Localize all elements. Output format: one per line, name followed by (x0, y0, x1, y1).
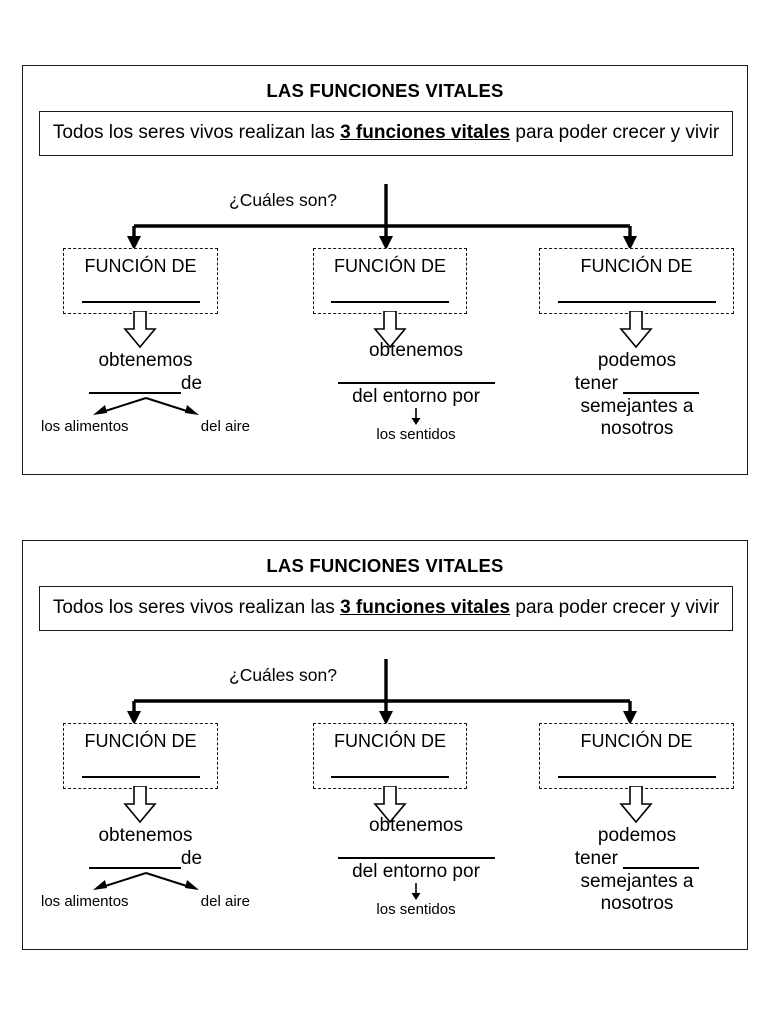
column-2-line-2-p2 (301, 837, 531, 861)
function-box-1-label-p2: FUNCIÓN DE (84, 731, 197, 751)
branch-connector (127, 184, 637, 250)
block-arrow-down-icon-1-p2 (123, 786, 157, 824)
arrow-down-icon (411, 408, 421, 426)
function-box-2-label-p2: FUNCIÓN DE (334, 731, 446, 751)
function-box-3-blank[interactable] (557, 301, 716, 303)
function-box-3-label-p2: FUNCIÓN DE (580, 731, 693, 751)
intro-text-after-2: para poder crecer y vivir (510, 597, 720, 618)
block-arrow-down-icon-3-p2 (619, 786, 653, 824)
column-3-line-1: podemos (597, 350, 677, 371)
page-title: LAS FUNCIONES VITALES (266, 80, 504, 101)
column-2-text-p2: obtenemos del entorno por los sentidos (301, 815, 531, 919)
function-box-2-blank[interactable] (331, 301, 449, 303)
column-1-blank[interactable] (88, 372, 181, 394)
arrow-down-icon-p2 (411, 883, 421, 901)
column-1-branch-right-p2: del aire (200, 893, 250, 911)
column-2-sub-p2: los sentidos (376, 901, 456, 919)
intro-text-emphasis-2: 3 funciones vitales (340, 597, 511, 618)
function-box-2-p2: FUNCIÓN DE (313, 723, 467, 789)
function-box-3-blank-p2[interactable] (557, 776, 716, 778)
column-3-line-2-p2: tener (531, 847, 743, 871)
column-3-blank[interactable] (623, 372, 700, 394)
column-3-line-3: semejantes a (580, 396, 694, 418)
block-arrow-down-icon-2 (373, 311, 407, 349)
intro-text-before: Todos los seres vivos realizan las (52, 122, 341, 143)
function-box-1-blank-p2[interactable] (81, 776, 200, 778)
question-label: ¿Cuáles son? (229, 190, 337, 210)
column-1-branch-pair-p2: los alimentos del aire (33, 893, 258, 911)
column-2-line-1: obtenemos (368, 340, 463, 361)
intro-text-after: para poder crecer y vivir (510, 122, 720, 143)
function-box-2-blank-p2[interactable] (331, 776, 449, 778)
column-3-text: podemos tener semejantes a nosotros (531, 350, 743, 441)
column-3-line-4-p2: nosotros (600, 893, 674, 915)
column-1-branch-right: del aire (200, 418, 250, 436)
column-3-text-p2: podemos tener semejantes a nosotros (531, 825, 743, 916)
column-1-line-2: de (33, 372, 258, 396)
double-headed-arrow-icon (92, 397, 199, 416)
column-3-line-1-p2: podemos (597, 825, 677, 846)
column-1-blank-p2[interactable] (88, 847, 181, 869)
column-2-line-3-p2: del entorno por (352, 861, 480, 883)
block-arrow-down-icon-2-p2 (373, 786, 407, 824)
column-2-line-3: del entorno por (352, 386, 480, 408)
function-box-1-blank[interactable] (81, 301, 200, 303)
column-3-line-3-p2: semejantes a (580, 871, 694, 893)
function-box-1-p2: FUNCIÓN DE (63, 723, 218, 789)
function-box-1: FUNCIÓN DE (63, 248, 218, 314)
intro-statement-box: Todos los seres vivos realizan las 3 fun… (39, 111, 733, 156)
column-3-line-2: tener (531, 372, 743, 396)
page-title-2: LAS FUNCIONES VITALES (266, 555, 504, 576)
column-3-blank-p2[interactable] (623, 847, 700, 869)
column-1-line-1-p2: obtenemos (98, 825, 193, 846)
column-3-line-4: nosotros (600, 418, 674, 440)
column-1-branch-left: los alimentos (41, 418, 129, 436)
block-arrow-down-icon-1 (123, 311, 157, 349)
column-2-text: obtenemos del entorno por los sentidos (301, 340, 531, 444)
function-box-2: FUNCIÓN DE (313, 248, 467, 314)
column-1-branch-pair: los alimentos del aire (33, 418, 258, 436)
function-box-3-p2: FUNCIÓN DE (539, 723, 734, 789)
column-2-blank-p2[interactable] (337, 837, 495, 859)
column-1-text: obtenemos de los alimentos del aire (33, 350, 258, 436)
function-box-2-label: FUNCIÓN DE (334, 256, 446, 276)
column-2-blank[interactable] (337, 362, 495, 384)
double-headed-arrow-icon-p2 (92, 872, 199, 891)
column-1-line-2-p2: de (33, 847, 258, 871)
intro-text-emphasis: 3 funciones vitales (340, 122, 511, 143)
column-1-line-1: obtenemos (98, 350, 193, 371)
function-box-3-label: FUNCIÓN DE (580, 256, 693, 276)
column-2-line-1-p2: obtenemos (368, 815, 463, 836)
question-label-2: ¿Cuáles son? (229, 665, 337, 685)
worksheet-panel-1: LAS FUNCIONES VITALES Todos los seres vi… (22, 65, 748, 475)
column-2-sub: los sentidos (376, 426, 456, 444)
column-1-branch-left-p2: los alimentos (41, 893, 129, 911)
function-box-3: FUNCIÓN DE (539, 248, 734, 314)
intro-statement-box-2: Todos los seres vivos realizan las 3 fun… (39, 586, 733, 631)
worksheet-panel-2: LAS FUNCIONES VITALES Todos los seres vi… (22, 540, 748, 950)
function-box-1-label: FUNCIÓN DE (84, 256, 197, 276)
branch-connector-2 (127, 659, 637, 725)
column-2-line-2 (301, 362, 531, 386)
block-arrow-down-icon-3 (619, 311, 653, 349)
intro-text-before-2: Todos los seres vivos realizan las (52, 597, 341, 618)
column-1-text-p2: obtenemos de los alimentos del aire (33, 825, 258, 911)
